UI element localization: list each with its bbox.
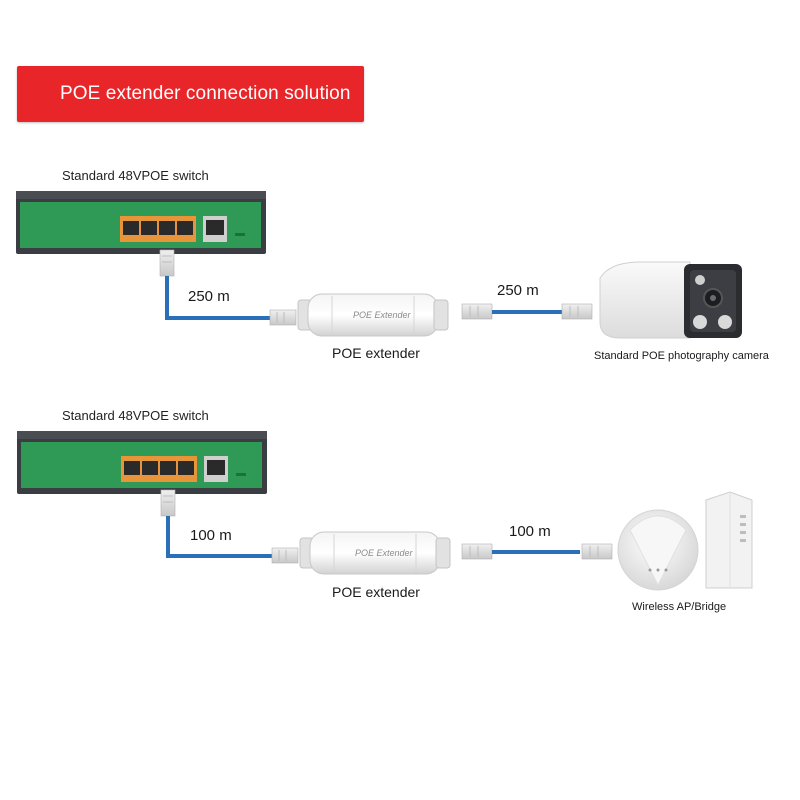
extender-printed-2: POE Extender	[355, 548, 414, 558]
distance-right-1: 250 m	[497, 282, 539, 299]
rj45-connector-icon	[461, 543, 493, 560]
poe-extender-icon: POE Extender	[297, 293, 449, 337]
title-banner: POE extender connection solution	[17, 66, 364, 122]
rj45-connector-icon	[271, 547, 299, 564]
poe-switch-icon	[17, 431, 267, 494]
device-label-1: Standard POE photography camera	[594, 350, 769, 362]
switch-label-1: Standard 48VPOE switch	[62, 168, 209, 183]
rj45-connector-icon	[159, 249, 175, 277]
poe-switch-icon	[16, 191, 266, 254]
rj45-connector-icon	[269, 309, 297, 326]
rj45-connector-icon	[160, 489, 176, 517]
extender-printed-1: POE Extender	[353, 310, 412, 320]
bullet-camera-icon	[599, 261, 742, 339]
ceiling-ap-icon	[617, 509, 699, 591]
switch-label-2: Standard 48VPOE switch	[62, 408, 209, 423]
outdoor-bridge-icon	[705, 491, 753, 589]
rj45-connector-icon	[581, 543, 613, 560]
poe-extender-icon: POE Extender	[299, 531, 451, 575]
rj45-connector-icon	[461, 303, 493, 320]
device-label-2: Wireless AP/Bridge	[632, 601, 727, 613]
rj45-connector-icon	[561, 303, 593, 320]
title-text: POE extender connection solution	[60, 83, 351, 104]
distance-left-2: 100 m	[190, 527, 232, 544]
extender-label-2: POE extender	[332, 584, 420, 600]
extender-label-1: POE extender	[332, 345, 420, 361]
distance-right-2: 100 m	[509, 523, 551, 540]
distance-left-1: 250 m	[188, 288, 230, 305]
